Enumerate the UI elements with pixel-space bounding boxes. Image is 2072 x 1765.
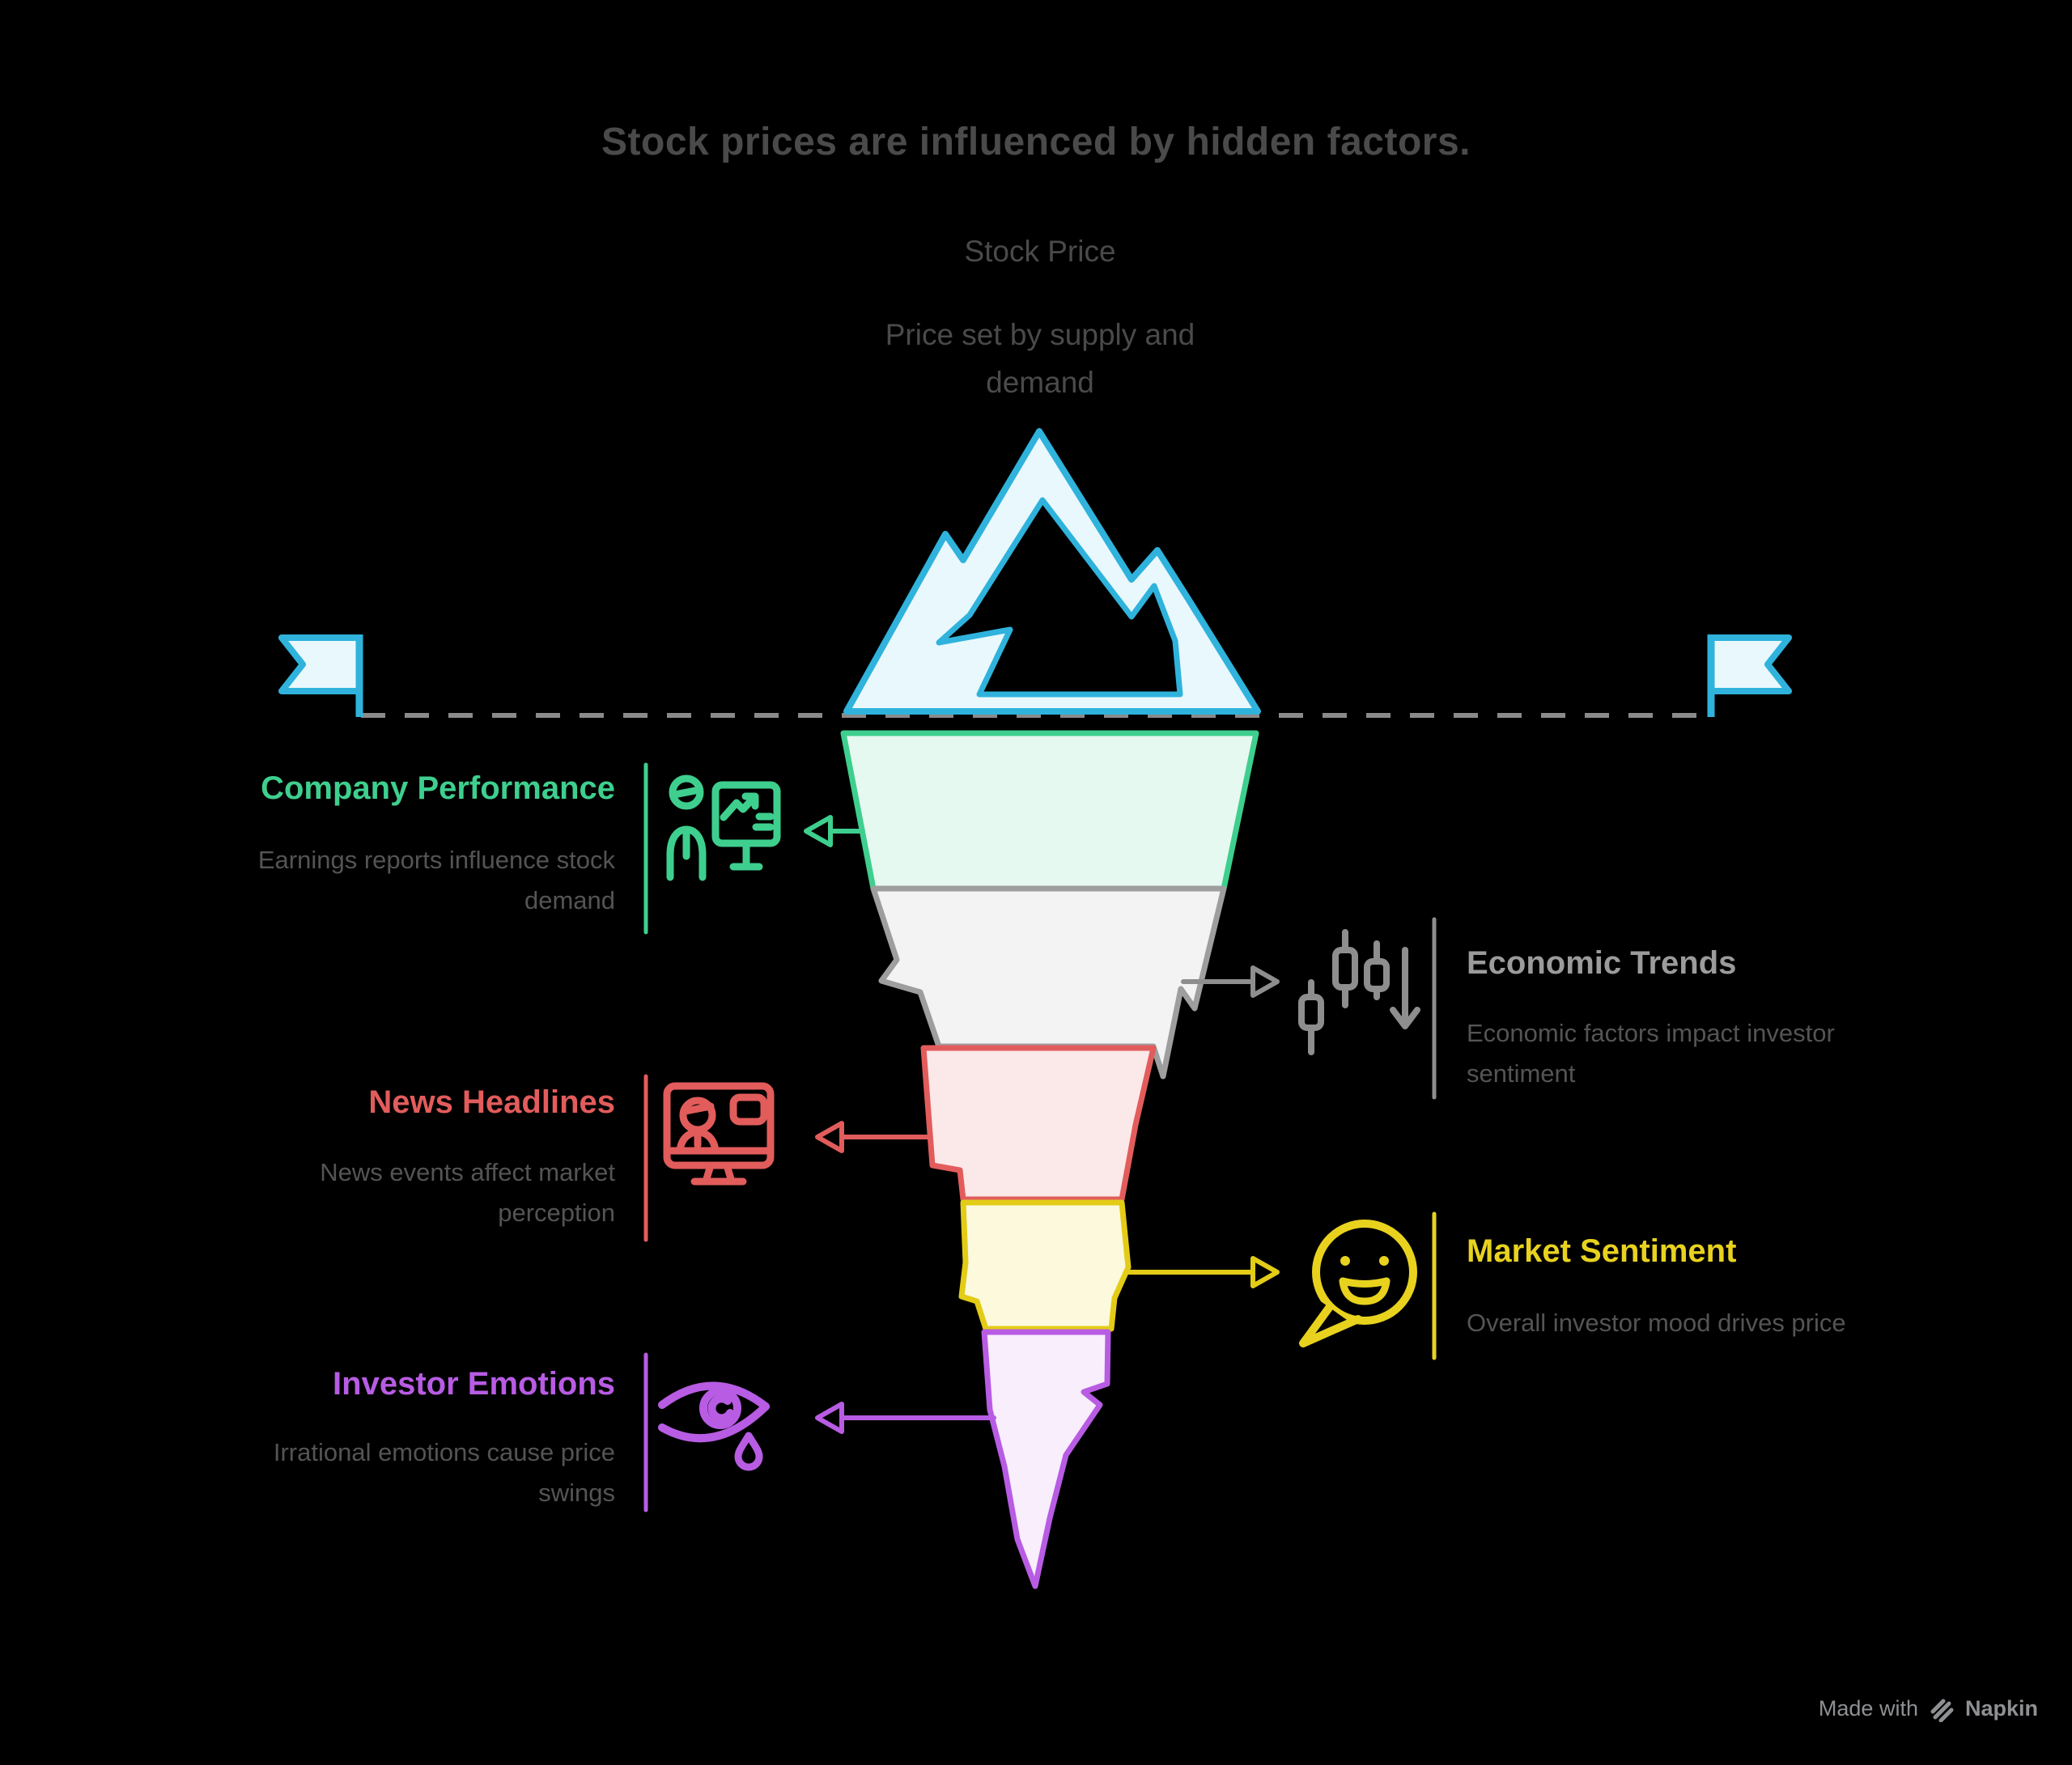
segment-news-headlines [920,1045,1157,1203]
page-title: Stock prices are influenced by hidden fa… [601,121,1471,163]
dividers [643,762,1437,1513]
segment-investor-emotions [981,1329,1111,1589]
segment-market-sentiment [958,1199,1132,1332]
factor-description-economic-trends: Economic factors impact investor sentime… [1467,1019,1835,1088]
arrow-right-icon [1181,965,1280,998]
iceberg-below-water [840,730,1259,1589]
crying-eye-icon [658,1381,770,1471]
made-with-napkin-credit: Made with Napkin [1819,1695,2038,1722]
flag-icon [1707,634,1792,717]
factor-title-investor-emotions: Investor Emotions [333,1366,615,1402]
mountain-inner-shape [936,497,1183,698]
factor-title-market-sentiment: Market Sentiment [1467,1233,1737,1269]
factor-description-news-headlines: News events affect market perception [320,1158,615,1227]
presenter-chart-icon [666,774,781,881]
news-monitor-icon [663,1082,775,1186]
napkin-brand-label: Napkin [1964,1695,2038,1720]
factor-title-news-headlines: News Headlines [368,1084,615,1120]
iceberg-above-water [843,428,1261,715]
factor-description-company-performance: Earnings reports influence stock demand [257,846,615,914]
arrow-right-icon [1124,1256,1280,1288]
factor-title-company-performance: Company Performance [261,770,615,806]
waterline [278,634,1792,718]
arrow-left-icon [804,815,865,847]
apex-sublabel: Price set by supply and demand [885,318,1195,400]
segment-company-performance [840,730,1259,892]
arrow-left-icon [815,1121,932,1153]
connectors [804,815,1280,1434]
factor-description-investor-emotions: Irrational emotions cause price swings [273,1438,615,1507]
smiley-speech-bubble-icon [1299,1220,1417,1347]
apex-label: Stock Price [964,235,1116,268]
factor-title-economic-trends: Economic Trends [1467,945,1737,981]
arrow-left-icon [815,1402,996,1434]
flag-icon [278,634,363,717]
napkin-logo-icon [1930,1699,1954,1722]
candlestick-down-icon [1298,929,1420,1055]
made-with-label: Made with [1818,1695,1918,1720]
factor-description-market-sentiment: Overall investor mood drives price [1467,1309,1846,1337]
